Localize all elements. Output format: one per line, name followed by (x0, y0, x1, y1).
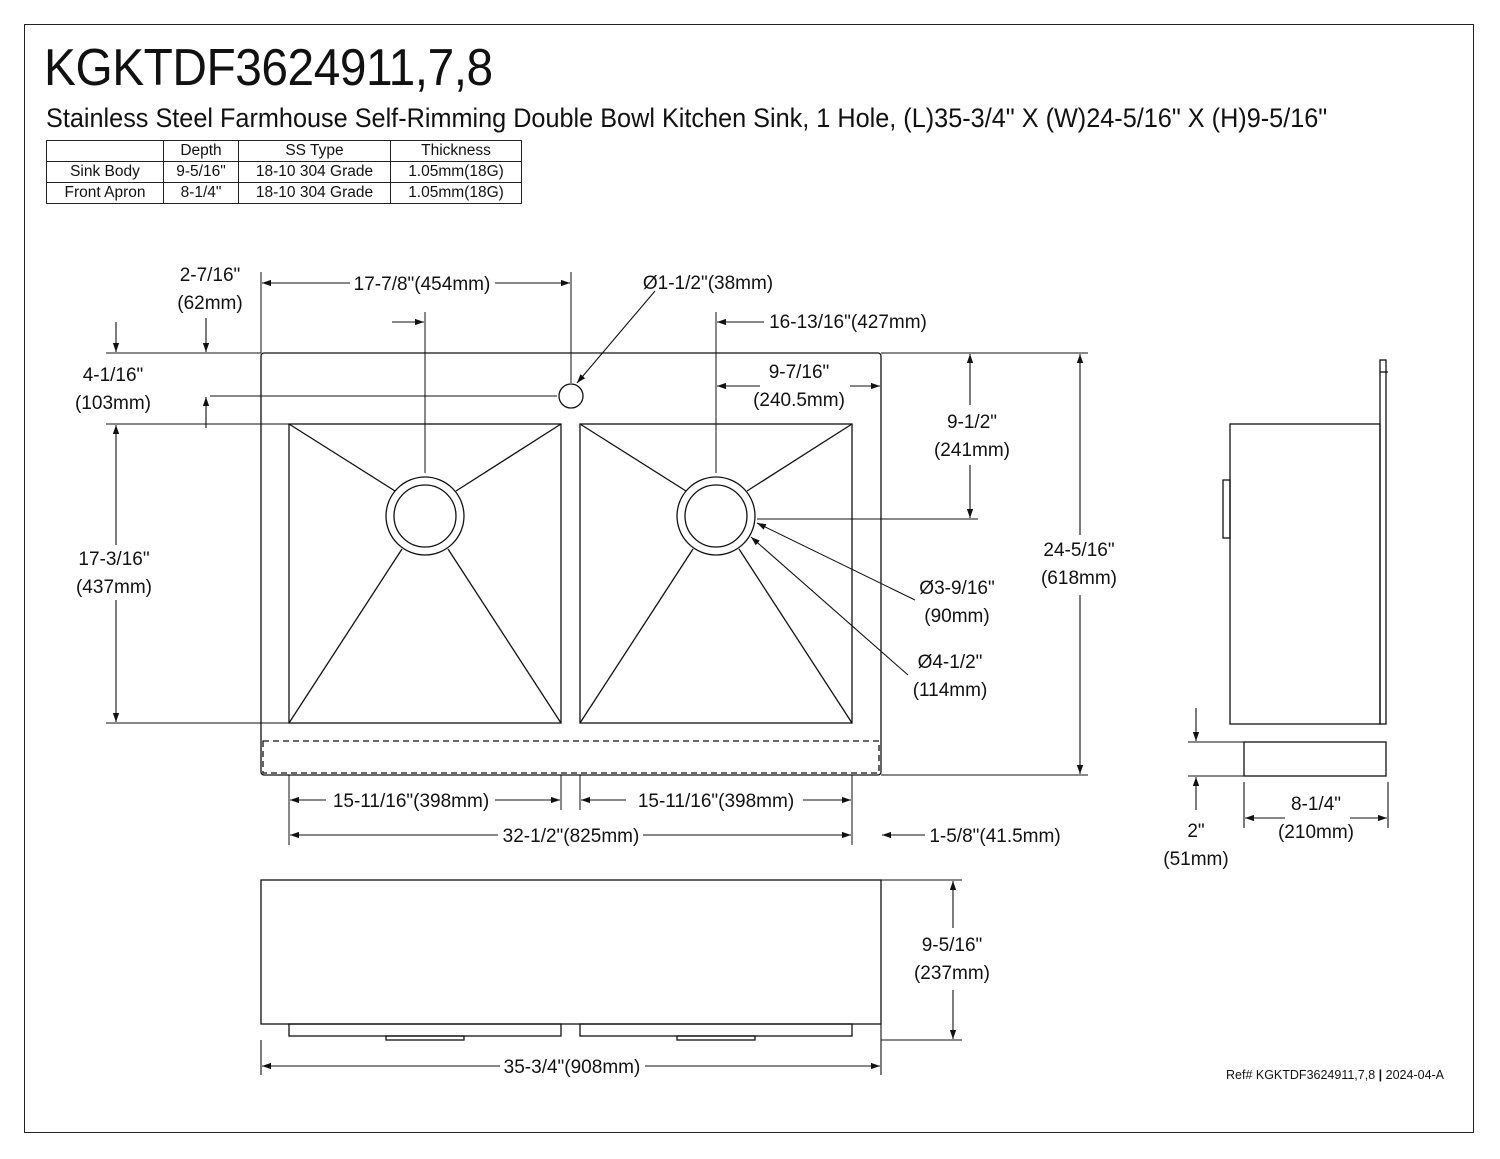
sink-outline (260, 352, 882, 776)
right-bowl-bottom (579, 1023, 853, 1037)
spec-cell: 1.05mm(18G) (390, 182, 522, 204)
spec-table: Depth SS Type Thickness Sink Body 9-5/16… (46, 140, 522, 204)
dim-apron-height-mm: (237mm) (914, 963, 990, 984)
dim-faucet-offset: 2-7/16" (180, 265, 241, 286)
dim-bowl-length: 17-3/16" (78, 549, 149, 570)
dim-side-height: 8-1/4" (1291, 794, 1341, 815)
dim-apron-height: 9-5/16" (922, 935, 983, 956)
dim-inner-total-width: 32-1/2"(825mm) (503, 826, 640, 847)
dim-right-drain-from-side: 9-7/16" (769, 362, 830, 383)
side-drain-stub (1222, 479, 1231, 539)
right-drain (579, 423, 853, 724)
spec-cell: 9-5/16" (163, 161, 239, 183)
front-view (260, 879, 882, 1041)
dim-drain-from-back-mm: (241mm) (934, 440, 1010, 461)
spec-cell: Sink Body (46, 161, 164, 183)
dim-apron-setback-mm: (51mm) (1163, 849, 1228, 870)
model-title: KGKTDF3624911,7,8 (44, 39, 493, 97)
dim-overall-length: 35-3/4"(908mm) (504, 1057, 641, 1078)
dim-flange-dia-mm: (114mm) (913, 680, 988, 701)
dim-left-bowl-width: 15-11/16"(398mm) (333, 791, 489, 812)
side-view (1222, 359, 1388, 777)
table-row: Sink Body 9-5/16" 18-10 304 Grade 1.05mm… (46, 161, 522, 183)
dimension-arrows (112, 279, 1084, 839)
front-apron-hidden-line (262, 740, 880, 774)
spec-cell: 8-1/4" (163, 182, 239, 204)
side-view-dims (1188, 708, 1389, 828)
dim-overall-width-mm: (618mm) (1041, 568, 1117, 589)
table-row: Front Apron 8-1/4" 18-10 304 Grade 1.05m… (46, 182, 522, 204)
dim-side-rim: 1-5/8"(41.5mm) (929, 826, 1060, 847)
product-description: Stainless Steel Farmhouse Self-Rimming D… (46, 103, 1328, 133)
dim-faucet-offset-mm: (62mm) (177, 293, 242, 314)
top-view (260, 352, 882, 776)
revision-code: 2024-04-A (1385, 1068, 1445, 1082)
drawing-frame (24, 24, 1474, 1133)
dim-drain-dia-mm: (90mm) (924, 606, 989, 627)
spec-cell: 18-10 304 Grade (238, 161, 391, 183)
dim-right-drain-from-side-mm: (240.5mm) (753, 390, 845, 411)
dim-bowl-length-mm: (437mm) (76, 577, 152, 598)
dim-hole-from-back: 4-1/16" (83, 365, 144, 386)
reference-footer: Ref# KGKTDF3624911,7,8 | 2024-04-A (1226, 1068, 1444, 1082)
dim-hole-from-back-mm: (103mm) (75, 393, 151, 414)
side-rim (1379, 359, 1387, 725)
dim-drain-from-back: 9-1/2" (947, 412, 997, 433)
dim-flange-dia: Ø4-1/2" (918, 652, 983, 673)
spec-header-thickness: Thickness (390, 140, 522, 162)
dim-faucet-hole-dia: Ø1-1/2"(38mm) (643, 273, 773, 294)
dim-overall-width: 24-5/16" (1043, 540, 1114, 561)
spec-cell: Front Apron (46, 182, 164, 204)
dim-left-drain-to-hole: 17-7/8"(454mm) (354, 274, 491, 295)
extension-lines (106, 272, 1088, 845)
spec-cell: 18-10 304 Grade (238, 182, 391, 204)
right-drain-stub (676, 1035, 756, 1041)
apron-face (260, 879, 882, 1025)
reference-separator: | (1378, 1068, 1383, 1082)
left-bowl-bottom (288, 1023, 562, 1037)
reference-number: Ref# KGKTDF3624911,7,8 (1226, 1068, 1376, 1082)
dim-drain-dia: Ø3-9/16" (919, 578, 994, 599)
dim-side-height-mm: (210mm) (1278, 822, 1354, 843)
side-apron (1243, 741, 1387, 777)
left-drain-stub (385, 1035, 465, 1041)
faucet-hole (558, 383, 584, 409)
dim-apron-setback: 2" (1187, 821, 1204, 842)
front-view-dims (260, 879, 962, 1075)
dim-right-bowl-width: 15-11/16"(398mm) (638, 791, 794, 812)
left-drain (288, 423, 562, 724)
side-body (1229, 423, 1381, 725)
dimension-labels: 2-7/16" (62mm) 17-7/8"(454mm) Ø1-1/2"(38… (75, 265, 1354, 1078)
dim-right-drain-from-edge: 16-13/16"(427mm) (769, 312, 927, 333)
